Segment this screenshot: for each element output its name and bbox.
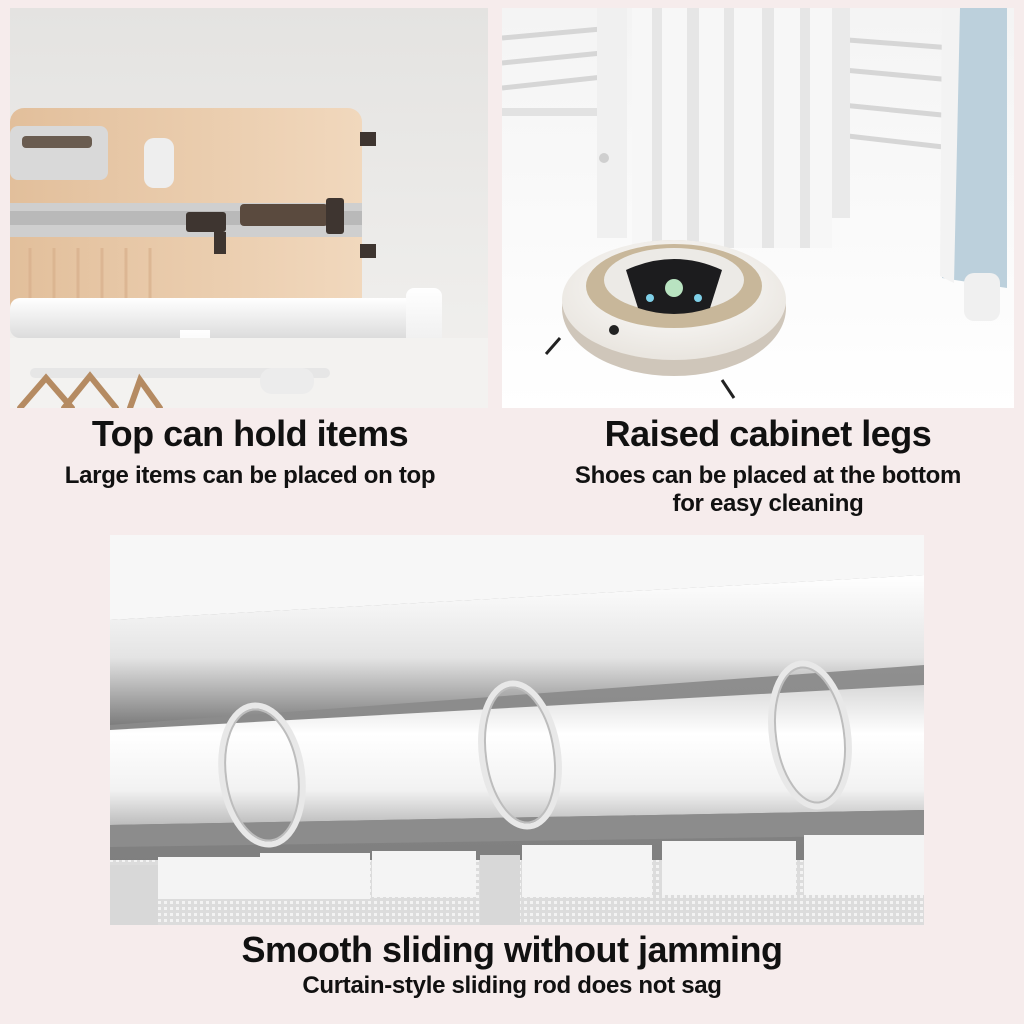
caption-bottom: Smooth sliding without jamming Curtain-s…: [0, 930, 1024, 1000]
feature-subtitle-line2: for easy cleaning: [672, 490, 864, 517]
feature-title: Smooth sliding without jamming: [241, 929, 783, 970]
feature-title: Top can hold items: [91, 413, 409, 454]
feature-title: Raised cabinet legs: [604, 413, 932, 454]
robot-vacuum-illustration: [502, 8, 1014, 408]
photo-robot-vacuum-under-cabinet: [502, 8, 1014, 408]
feature-subtitle-line1: Shoes can be placed at the bottom: [574, 462, 962, 489]
caption-top-right: Raised cabinet legs Shoes can be placed …: [512, 414, 1024, 518]
photo-suitcase-on-top: [10, 8, 488, 408]
photo-curtain-rod-rings: [110, 535, 924, 925]
suitcase-illustration: [10, 8, 488, 408]
feature-subtitle: Curtain-style sliding rod does not sag: [302, 972, 722, 999]
feature-subtitle: Large items can be placed on top: [64, 462, 436, 489]
caption-top-left: Top can hold items Large items can be pl…: [0, 414, 500, 490]
curtain-rod-illustration: [110, 535, 924, 925]
